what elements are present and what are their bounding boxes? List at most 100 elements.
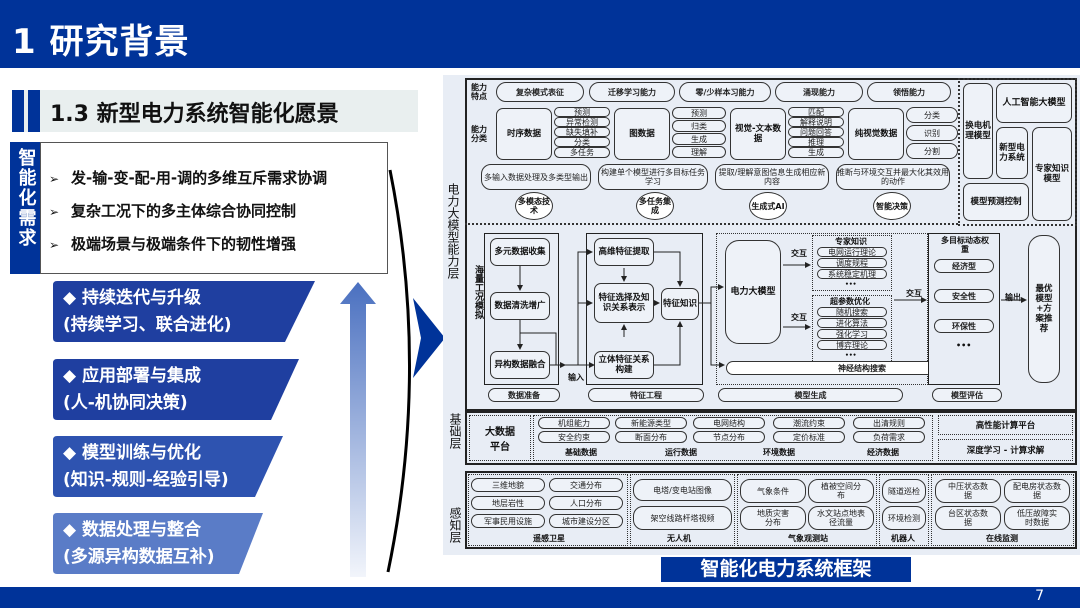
description-pill: 构建单个模型进行多目标任务学习 xyxy=(598,164,708,190)
task-pill: 分类 xyxy=(906,107,958,123)
description-pill: 提取/理解意图信息生成相应新内容 xyxy=(715,164,829,190)
section-bar-icon xyxy=(12,90,24,132)
big-model-box: 电力大模型 xyxy=(725,240,781,344)
footer-bar: 7 xyxy=(0,587,1080,608)
perception-group-label: 无人机 xyxy=(667,534,691,543)
perception-pill: 台区状态数据 xyxy=(935,506,1001,530)
sim-label: 海量工况模拟 xyxy=(473,265,483,355)
perception-group-label: 机器人 xyxy=(891,534,915,543)
perception-pill: 植被空间分布 xyxy=(808,479,874,503)
task-pill: 分割 xyxy=(906,143,958,159)
expert-title: 专家知识 xyxy=(835,237,867,246)
satellite-block xyxy=(468,474,628,546)
tech-circle: 多任务集成 xyxy=(636,192,674,220)
perception-group-label: 遥感卫星 xyxy=(533,534,565,543)
layer-label-capability: 电力大模型能力层 xyxy=(446,183,460,282)
base-data-block xyxy=(533,415,933,461)
interact-label: 交互 xyxy=(791,313,807,322)
ellipsis: ••• xyxy=(845,281,857,288)
description-pill: 推断与环境交互并最大化其效用的动作 xyxy=(836,164,950,190)
hyper-item: 博弈理论 xyxy=(817,340,887,350)
right-arrow-icon xyxy=(413,298,445,378)
layer-label-perception: 感知层 xyxy=(448,507,462,546)
task-pill: 匹配 xyxy=(788,107,844,117)
hyper-item: 强化学习 xyxy=(817,329,887,339)
output-label: 输出 xyxy=(1005,293,1021,302)
task-pill: 问题回答 xyxy=(788,127,844,137)
weather-block xyxy=(737,474,877,546)
task-pill: 异常检测 xyxy=(554,117,610,127)
stage-iterate: ◆ 持续迭代与升级 (持续学习、联合进化) xyxy=(53,281,315,342)
base-pill: 安全约束 xyxy=(538,431,610,443)
need-text: 复杂工况下的多主体综合协同控制 xyxy=(71,202,297,220)
ellipsis: ••• xyxy=(845,352,857,359)
interact-label: 交互 xyxy=(906,289,922,298)
section-title-bg xyxy=(12,90,418,132)
framework-diagram: 电力大模型能力层 基础层 感知层 能力特点 复杂模式表征 迁移学习能力 零/少样… xyxy=(443,75,1080,555)
expert-item: 系统稳定机理 xyxy=(817,269,887,279)
objective-pill: 经济型 xyxy=(934,259,994,273)
multi-title: 多目标动态权重 xyxy=(941,236,989,254)
eval-label: 模型评估 xyxy=(932,388,1002,402)
class-box: 时序数据 xyxy=(496,108,552,160)
section-bar-icon xyxy=(28,90,40,132)
page-number: 7 xyxy=(1035,588,1044,604)
perception-pill: 城市建设分区 xyxy=(549,514,623,528)
prep-step: 多元数据收集 xyxy=(490,238,550,266)
uav-block xyxy=(630,474,735,546)
tech-circle: 多模态技术 xyxy=(515,192,553,220)
stage-title: ◆ 模型训练与优化 xyxy=(63,443,201,463)
layer-label-base: 基础层 xyxy=(448,413,462,452)
perception-pill: 配电房状态数据 xyxy=(1004,479,1070,503)
base-pill: 出清规则 xyxy=(853,417,925,429)
base-group-label: 基础数据 xyxy=(565,448,597,457)
models-block xyxy=(958,78,1077,226)
separator-dotted xyxy=(465,223,958,225)
base-pill: 负荷需求 xyxy=(853,431,925,443)
perception-group-label: 气象观测站 xyxy=(788,534,828,543)
base-group-label: 经济数据 xyxy=(867,448,899,457)
perception-pill: 气象条件 xyxy=(740,479,806,503)
needs-label-text: 智能化需求 xyxy=(15,148,37,248)
prep-step: 数据清洗增广 xyxy=(490,292,550,320)
need-item: ➢复杂工况下的多主体综合协同控制 xyxy=(49,200,296,221)
perception-pill: 中压状态数据 xyxy=(935,479,1001,503)
input-label: 输入 xyxy=(568,373,584,382)
expert-item: 调度规程 xyxy=(817,258,887,268)
task-pill: 生成 xyxy=(788,147,844,158)
diagram-caption: 智能化电力系统框架 xyxy=(661,557,911,582)
task-pill: 解释说明 xyxy=(788,117,844,127)
features-label: 能力特点 xyxy=(471,83,487,101)
feature-step: 特征选择及知识关系表示 xyxy=(594,283,654,323)
stage-shape xyxy=(53,436,283,497)
tech-circle: 生成式AI xyxy=(749,192,787,220)
base-pill: 电网结构 xyxy=(693,417,765,429)
need-text: 发-输-变-配-用-调的多维互斥需求协调 xyxy=(71,169,328,187)
perception-pill: 人口分布 xyxy=(549,496,623,510)
stage-shape xyxy=(53,359,299,420)
perception-pill: 低压故障实时数据 xyxy=(1004,506,1070,530)
perception-pill: 三维地貌 xyxy=(471,478,545,492)
task-pill: 生成 xyxy=(672,133,726,145)
stage-deploy: ◆ 应用部署与集成 (人-机协同决策) xyxy=(53,359,299,420)
stage-train: ◆ 模型训练与优化 (知识-规则-经验引导) xyxy=(53,436,283,497)
feature-pill: 零/少样本习能力 xyxy=(679,82,771,102)
need-item: ➢发-输-变-配-用-调的多维互斥需求协调 xyxy=(49,167,327,188)
feature-pill: 涌现能力 xyxy=(775,82,863,102)
multi-objective-frame xyxy=(928,233,1000,385)
perception-group-label: 在线监测 xyxy=(986,534,1018,543)
base-group-label: 运行数据 xyxy=(665,448,697,457)
perception-pill: 隧道巡检 xyxy=(882,479,926,503)
monitoring-block xyxy=(931,474,1074,546)
stage-shape xyxy=(53,281,315,342)
robot-block xyxy=(879,474,929,546)
base-pill: 定价标准 xyxy=(773,431,845,443)
base-pill: 新能源类型 xyxy=(615,417,687,429)
needs-box: ➢发-输-变-配-用-调的多维互斥需求协调 ➢复杂工况下的多主体综合协同控制 ➢… xyxy=(40,142,388,274)
base-pill: 节点分布 xyxy=(693,431,765,443)
perception-pill: 地层岩性 xyxy=(471,496,545,510)
ellipsis: ••• xyxy=(956,341,972,350)
stage-shape xyxy=(53,513,263,574)
base-pill: 断面分布 xyxy=(615,431,687,443)
feature-pill: 复杂模式表征 xyxy=(496,82,584,102)
